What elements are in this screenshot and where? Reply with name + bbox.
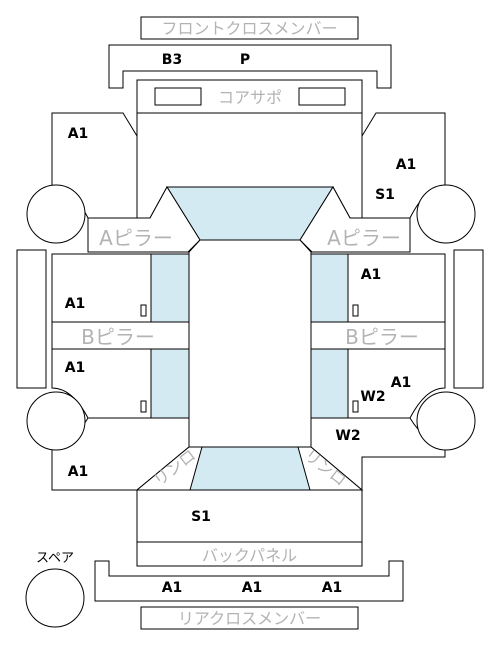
a-pillar-right[interactable]: Aピラー	[299, 186, 411, 253]
rocker-left[interactable]	[16, 249, 47, 389]
back-panel-label: バックパネル	[202, 546, 297, 565]
front-door-left[interactable]	[51, 253, 190, 323]
a-pillar-right-label: Aピラー	[327, 226, 401, 250]
front-wheel-left[interactable]	[26, 184, 86, 244]
code-front-door-right: A1	[361, 267, 382, 283]
code-rear-member-2: A1	[242, 580, 263, 596]
code-front-member-right: P	[240, 52, 250, 68]
rear-door-right-handle[interactable]	[352, 400, 359, 413]
a-pillar-left-label: Aピラー	[99, 226, 173, 250]
a-pillar-left[interactable]: Aピラー	[87, 186, 201, 253]
rear-door-right-window[interactable]	[310, 348, 349, 419]
b-pillar-right-label: Bピラー	[345, 325, 419, 349]
code-front-door-left: A1	[65, 296, 86, 312]
code-rear-door-right-lower: W2	[360, 389, 385, 405]
core-support[interactable]: コアサポ	[136, 79, 363, 114]
rear-wheel-right[interactable]	[416, 391, 476, 451]
core-support-label: コアサポ	[218, 88, 282, 107]
front-door-right[interactable]	[310, 253, 446, 323]
rear-cross-member-label: リアクロスメンバー	[178, 609, 321, 628]
rear-wheel-left[interactable]	[26, 391, 86, 451]
b-pillar-right[interactable]: Bピラー	[310, 321, 446, 350]
rear-door-left-window[interactable]	[150, 348, 190, 419]
code-front-fender-right-lower: S1	[375, 187, 395, 203]
front-door-right-handle[interactable]	[352, 304, 359, 317]
code-front-member-left: B3	[162, 52, 182, 68]
front-wheel-right[interactable]	[416, 184, 476, 244]
spare-tire[interactable]	[25, 568, 85, 628]
rear-cross-member[interactable]: リアクロスメンバー	[140, 606, 359, 630]
rear-window[interactable]	[189, 446, 311, 491]
code-rear-member-1: A1	[162, 580, 183, 596]
code-quarter-left: A1	[68, 464, 89, 480]
front-door-left-window[interactable]	[150, 253, 190, 323]
front-door-right-window[interactable]	[310, 253, 349, 323]
code-trunk-lid: S1	[191, 509, 211, 525]
roof[interactable]	[188, 239, 312, 464]
front-member-bracket[interactable]	[108, 44, 392, 89]
b-pillar-left-label: Bピラー	[81, 325, 155, 349]
back-panel[interactable]: バックパネル	[136, 541, 363, 567]
rear-door-right[interactable]	[310, 348, 446, 419]
code-front-fender-left: A1	[68, 126, 89, 142]
headlight-right[interactable]	[298, 87, 346, 106]
code-front-fender-right: A1	[396, 157, 417, 173]
b-pillar-left[interactable]: Bピラー	[51, 321, 190, 350]
rear-door-left-handle[interactable]	[140, 400, 147, 413]
code-rear-door-right: A1	[391, 375, 412, 391]
code-rear-member-3: A1	[322, 580, 343, 596]
front-cross-member[interactable]: フロントクロスメンバー	[140, 16, 359, 40]
trunk-lid[interactable]	[136, 489, 363, 543]
spare-label: スペア	[36, 551, 74, 566]
code-rocker-right-lower: W2	[335, 428, 360, 444]
headlight-left[interactable]	[154, 87, 202, 106]
code-rear-door-left: A1	[65, 360, 86, 376]
rocker-right[interactable]	[453, 249, 484, 389]
front-door-left-handle[interactable]	[140, 304, 147, 317]
front-cross-member-label: フロントクロスメンバー	[161, 19, 337, 38]
rear-bumper[interactable]	[94, 560, 404, 602]
